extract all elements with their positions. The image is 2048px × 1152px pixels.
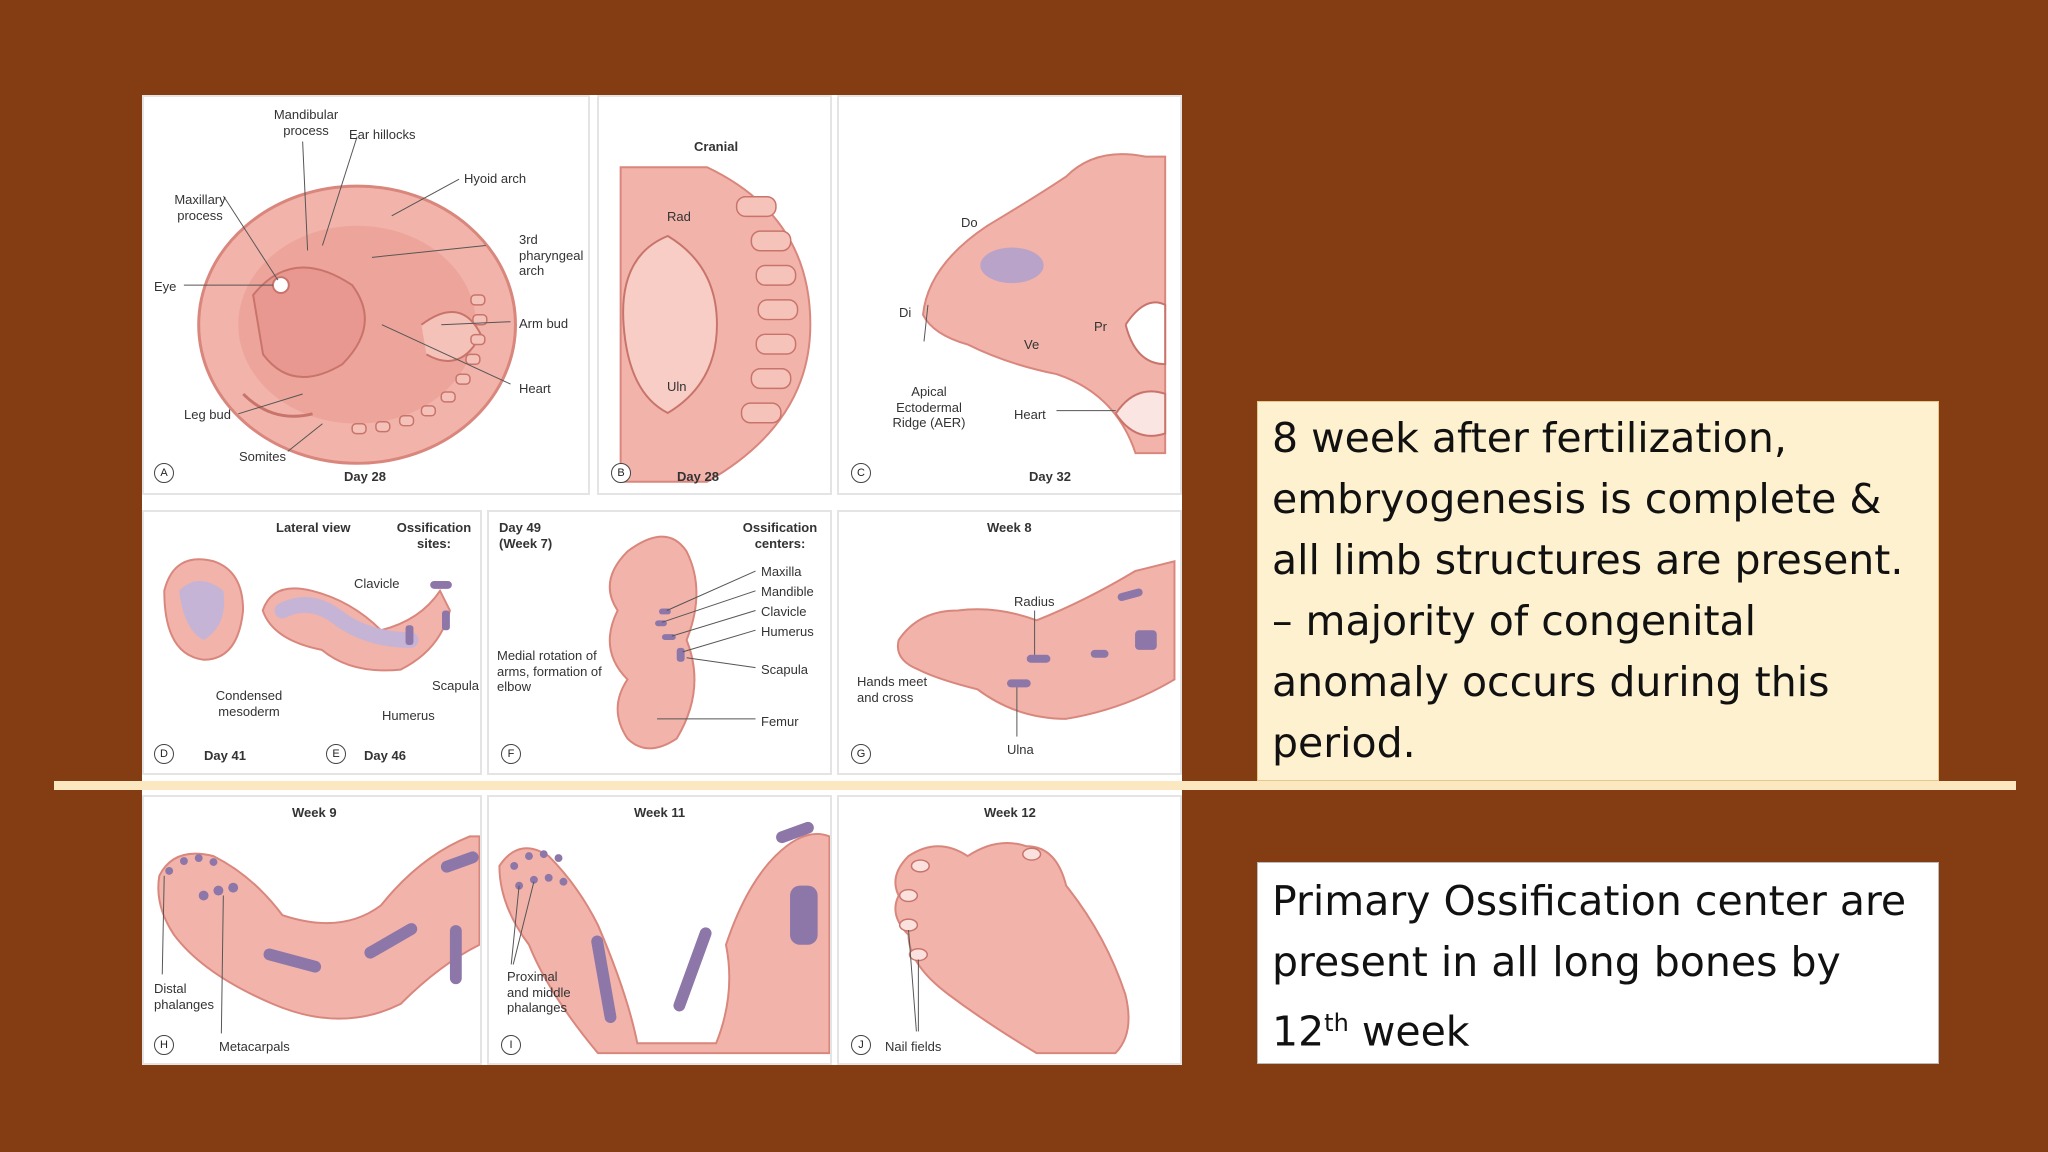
- panel-letter-e: E: [326, 744, 346, 764]
- label-humerus-f: Humerus: [761, 624, 814, 639]
- box2-line-2: present in all long bones by: [1272, 938, 1841, 986]
- label-do: Do: [961, 215, 978, 230]
- panel-letter-g: G: [851, 744, 871, 764]
- label-clavicle-e: Clavicle: [354, 576, 400, 591]
- limb-week11-drawing: [498, 821, 830, 1055]
- embryogenesis-text-box: 8 week after fertilization, embryogenesi…: [1257, 401, 1939, 781]
- label-di: Di: [899, 305, 912, 320]
- label-heart-c: Heart: [1014, 407, 1046, 422]
- panel-de: Lateral view Ossification sites: Clavicl…: [142, 510, 482, 775]
- label-pr: Pr: [1094, 319, 1107, 334]
- limb-week8-drawing: [896, 559, 1176, 737]
- label-somites: Somites: [239, 449, 286, 464]
- panel-letter-i: I: [501, 1035, 521, 1055]
- label-scapula-f: Scapula: [761, 662, 808, 677]
- label-eye: Eye: [154, 279, 177, 294]
- label-3rd-pharyngeal-arch: 3rd pharyngeal arch: [519, 232, 584, 279]
- panel-h: Week 9 Distal phalanges Metacarpals H: [142, 795, 482, 1065]
- box1-line-2: embryogenesis is complete &: [1272, 475, 1882, 523]
- label-week9: Week 9: [292, 805, 337, 820]
- hand-week12-drawing: [894, 841, 1130, 1055]
- panel-f: Day 49 (Week 7) Ossification centers: Ma…: [487, 510, 832, 775]
- panel-letter-b: B: [611, 463, 631, 483]
- label-condensed-mesoderm: Condensed mesoderm: [215, 688, 283, 719]
- box1-line-5: anomaly occurs during this: [1272, 658, 1830, 706]
- label-uln: Uln: [667, 379, 687, 394]
- label-cranial: Cranial: [694, 139, 739, 154]
- label-distal-phalanges: Distal phalanges: [154, 981, 214, 1012]
- embryo-week7-drawing: [608, 535, 756, 750]
- box2-line-3: 12th week: [1272, 993, 1924, 1063]
- ossification-text-box: Primary Ossification center are present …: [1257, 862, 1939, 1064]
- panel-b-caption: Day 28: [677, 469, 719, 484]
- label-hyoid-arch: Hyoid arch: [464, 171, 527, 186]
- panel-a-caption: Day 28: [344, 469, 386, 484]
- panel-letter-h: H: [154, 1035, 174, 1055]
- panel-letter-c: C: [851, 463, 871, 483]
- label-leg-bud: Leg bud: [184, 407, 231, 422]
- limb-bud-day32-drawing: [922, 153, 1167, 455]
- label-hands-meet: Hands meet and cross: [857, 674, 928, 705]
- limb-day41-46-drawing: [163, 558, 452, 672]
- panel-g: Week 8 Radius Hands meet and cross Ulna …: [837, 510, 1182, 775]
- box2-week-word: week: [1348, 1007, 1470, 1056]
- embryo-day28-drawing: [183, 136, 517, 465]
- box1-line-4: – majority of congenital: [1272, 597, 1757, 645]
- box2-week-number: 12: [1272, 1007, 1325, 1056]
- panel-i: Week 11 Proximal and middle phalanges I: [487, 795, 832, 1065]
- label-lateral-view: Lateral view: [276, 520, 351, 535]
- label-ulna: Ulna: [1007, 742, 1034, 757]
- label-proximal-middle-phalanges: Proximal and middle phalanges: [507, 969, 571, 1016]
- panel-letter-d: D: [154, 744, 174, 764]
- label-mandible: Mandible: [761, 584, 814, 599]
- panel-letter-j: J: [851, 1035, 871, 1055]
- label-ve: Ve: [1024, 337, 1040, 352]
- label-clavicle-f: Clavicle: [761, 604, 807, 619]
- label-ossification-centers: Ossification centers:: [742, 520, 818, 551]
- label-heart: Heart: [519, 381, 551, 396]
- label-scapula-e: Scapula: [432, 678, 479, 693]
- label-femur: Femur: [761, 714, 799, 729]
- box1-line-1: 8 week after fertilization,: [1272, 414, 1787, 462]
- label-medial-rotation: Medial rotation of arms, formation of el…: [497, 648, 602, 695]
- label-mandibular-process: Mandibular process: [273, 107, 339, 138]
- panel-c: Do Di Ve Pr Apical Ectodermal Ridge (AER…: [837, 95, 1182, 495]
- label-radius: Radius: [1014, 594, 1055, 609]
- panel-a: Mandibular process Ear hillocks Maxillar…: [142, 95, 590, 495]
- limb-bud-section-drawing: [619, 166, 812, 483]
- label-rad: Rad: [667, 209, 691, 224]
- label-week8: Week 8: [987, 520, 1032, 535]
- panel-j: Week 12 Nail fields J: [837, 795, 1182, 1065]
- box2-line-1: Primary Ossification center are: [1272, 877, 1907, 925]
- box2-superscript: th: [1324, 1009, 1349, 1037]
- box1-line-6: period.: [1272, 719, 1416, 767]
- label-ossification-sites: Ossification sites:: [396, 520, 472, 551]
- label-week11: Week 11: [634, 805, 686, 820]
- label-metacarpals: Metacarpals: [219, 1039, 290, 1054]
- label-week12: Week 12: [984, 805, 1036, 820]
- horizontal-divider: [54, 781, 2016, 790]
- panel-e-caption: Day 46: [364, 748, 406, 763]
- limb-week9-drawing: [157, 835, 480, 1034]
- label-maxillary-process: Maxillary process: [174, 192, 226, 223]
- label-maxilla: Maxilla: [761, 564, 802, 579]
- panel-b: Cranial Rad Uln B Day 28: [597, 95, 832, 495]
- label-nail-fields: Nail fields: [885, 1039, 942, 1054]
- label-aer: Apical Ectodermal Ridge (AER): [892, 384, 966, 431]
- label-ear-hillocks: Ear hillocks: [349, 127, 416, 142]
- panel-d-caption: Day 41: [204, 748, 246, 763]
- panel-c-caption: Day 32: [1029, 469, 1071, 484]
- label-day49-week7: Day 49 (Week 7): [499, 520, 553, 551]
- box1-line-3: all limb structures are present.: [1272, 536, 1904, 584]
- panel-letter-a: A: [154, 463, 174, 483]
- panel-letter-f: F: [501, 744, 521, 764]
- embryo-limb-development-figure: Mandibular process Ear hillocks Maxillar…: [142, 95, 1182, 1065]
- label-humerus-e: Humerus: [382, 708, 435, 723]
- label-arm-bud: Arm bud: [519, 316, 569, 331]
